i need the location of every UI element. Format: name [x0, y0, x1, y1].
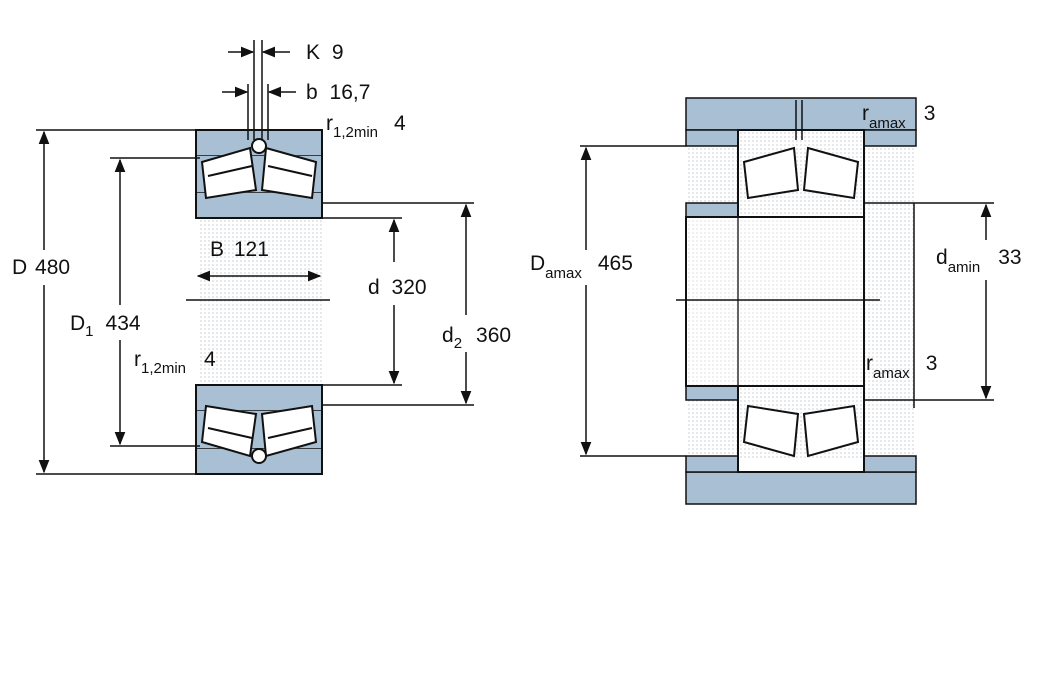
- roller-line: [267, 165, 313, 177]
- shaft-body: [685, 216, 865, 387]
- upper-ring-section: [195, 129, 323, 219]
- roller-left-upper: [200, 146, 258, 200]
- lubrication-hole-upper: [251, 138, 267, 154]
- section-outline-upper: [195, 129, 323, 219]
- housing-top: [685, 97, 917, 131]
- shaft-shoulder-top: [685, 202, 739, 218]
- roller-right-lower: [260, 404, 318, 458]
- roller-line: [207, 165, 253, 177]
- lower-ring-section: [195, 384, 323, 475]
- roller-right-lower: [802, 404, 860, 458]
- roller-left-lower: [742, 404, 800, 458]
- roller-left-upper: [742, 146, 800, 200]
- housing-bottom-shoulder: [685, 455, 739, 473]
- roller-right-upper: [260, 146, 318, 200]
- section-outline-lower: [195, 384, 323, 475]
- housing-bottom-shoulder-right: [863, 455, 917, 473]
- housing-bottom: [685, 471, 917, 505]
- k-label: K 9: [306, 41, 344, 64]
- housing-top-shoulder-right: [863, 129, 917, 147]
- d-outer-label: D 480: [12, 256, 70, 279]
- shaft-shoulder-bottom: [685, 385, 739, 401]
- bore-area: [198, 218, 322, 385]
- lubrication-hole-lower: [251, 448, 267, 464]
- roller-line: [207, 427, 253, 439]
- roller-line: [267, 427, 313, 439]
- housing-region: [686, 130, 916, 460]
- b-groove-label: b 16,7: [306, 81, 370, 104]
- roller-right-upper: [802, 146, 860, 200]
- housing-top-shoulder: [685, 129, 739, 147]
- bore-label: d 320: [368, 276, 427, 299]
- b-width-label: B 121: [210, 238, 269, 261]
- roller-left-lower: [200, 404, 258, 458]
